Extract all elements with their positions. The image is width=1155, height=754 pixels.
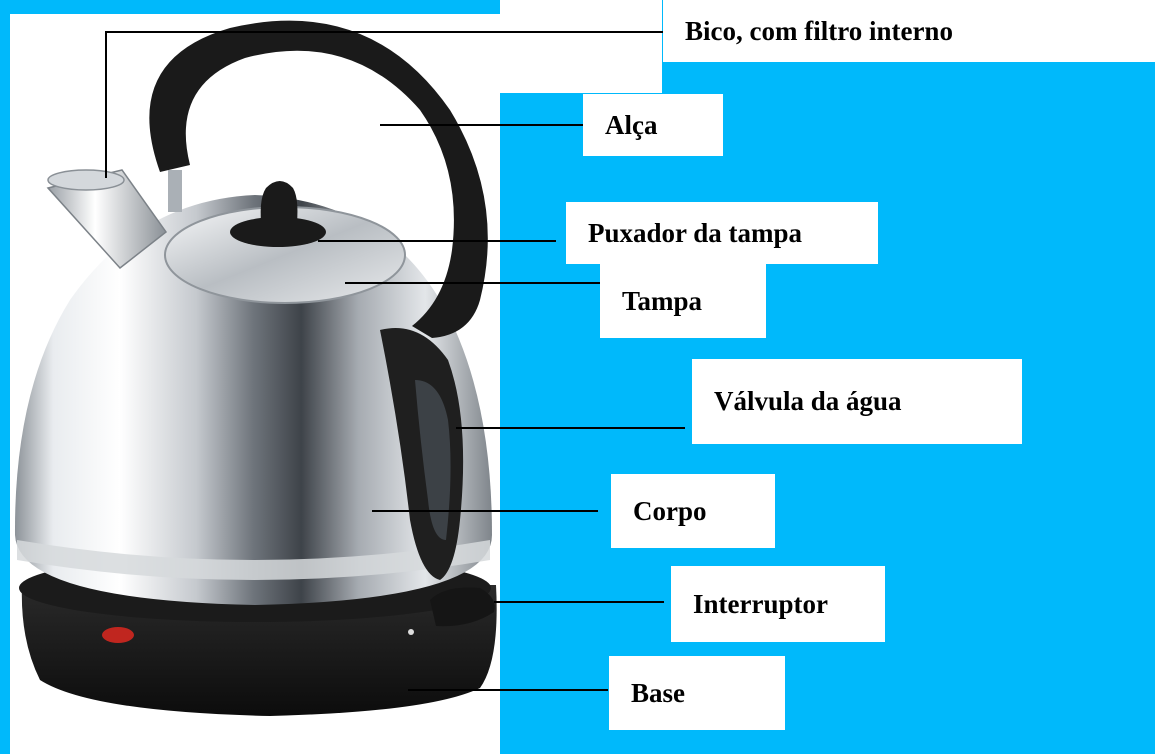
kettle-base: [21, 585, 497, 716]
handle-post: [168, 170, 182, 212]
body-bottom-band: [17, 540, 490, 580]
top-white-block: [500, 0, 662, 93]
label-handle: Alça: [583, 94, 723, 156]
label-base: Base: [609, 656, 785, 730]
label-spout: Bico, com filtro interno: [663, 0, 1155, 62]
kettle-body: [14, 195, 493, 605]
label-body: Corpo: [611, 474, 775, 548]
kettle-handle: [149, 20, 488, 338]
leader-line-spout: [105, 31, 663, 178]
water-level-window-glass: [415, 380, 451, 540]
power-indicator-light: [102, 627, 134, 643]
label-lid-knob: Puxador da tampa: [566, 202, 878, 264]
base-dot: [408, 629, 414, 635]
lid-knob: [260, 181, 298, 232]
label-lid: Tampa: [600, 264, 766, 338]
power-switch: [430, 587, 495, 627]
label-water-window: Válvula da água: [692, 359, 1022, 444]
label-switch: Interruptor: [671, 566, 885, 642]
